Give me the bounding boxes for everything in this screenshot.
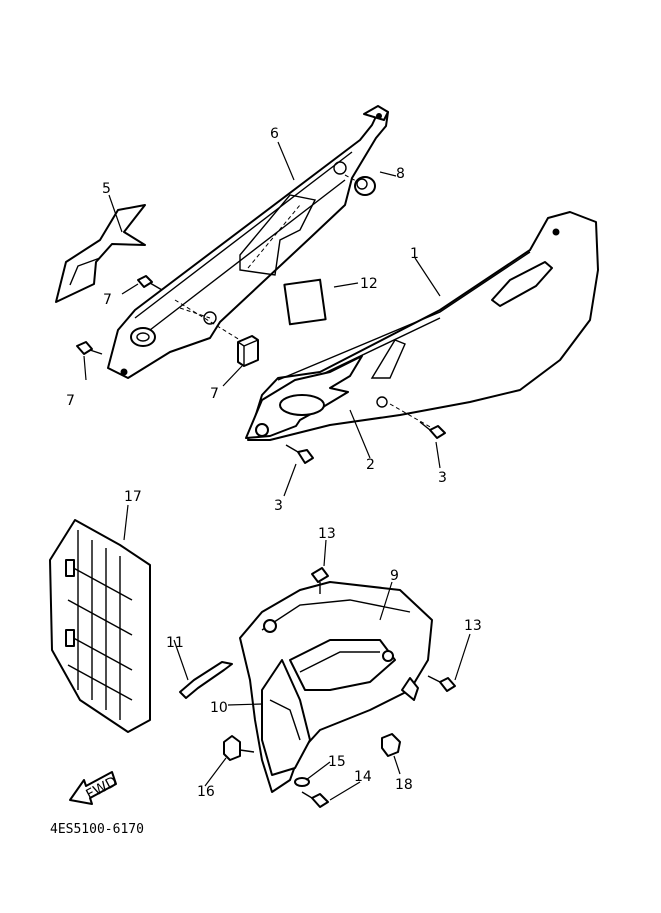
forward-arrow-icon: FWD (69, 771, 120, 805)
bolt-3-right (419, 421, 446, 439)
leader-lines (83, 141, 471, 801)
callout-labels: 6 5 8 7 7 12 7 1 2 3 3 17 13 9 13 11 10 … (66, 126, 482, 800)
callout-13-top: 13 (318, 526, 336, 542)
bolt-14 (301, 791, 329, 808)
callout-16: 17 (124, 489, 142, 505)
bolt-7-upper (137, 275, 163, 291)
bolt-3-left (285, 444, 314, 464)
callout-13-right: 13 (464, 618, 482, 634)
shroud-bracket (179, 661, 233, 699)
damper-block (237, 335, 259, 367)
side-decal-right (245, 355, 363, 439)
bolt-13-top (311, 567, 329, 594)
drawing-code: 4ES5100-6170 (50, 822, 144, 837)
callout-6: 7 (210, 386, 219, 402)
radiator-guard (49, 519, 151, 733)
callout-11: 11 (166, 635, 184, 651)
panel-sticker-area (239, 194, 317, 276)
callout-3-left: 3 (274, 498, 283, 514)
grommet (354, 176, 376, 196)
callout-1: 1 (410, 246, 419, 262)
callout-14: 14 (354, 769, 372, 785)
callout-17: 18 (395, 777, 413, 793)
clip (223, 735, 255, 761)
bolt-13-right (427, 675, 456, 692)
bolt-7-lower (76, 341, 103, 355)
callout-18: 16 (197, 784, 215, 800)
callout-2: 2 (366, 457, 375, 473)
callout-9: 9 (390, 568, 399, 584)
left-inner-side-panel (107, 105, 389, 379)
callout-5: 5 (102, 181, 111, 197)
callout-12: 12 (360, 276, 378, 292)
emblem-sticker (283, 278, 327, 326)
callout-8: 8 (396, 166, 405, 182)
callout-10: 10 (210, 700, 228, 716)
callout-3-right: 3 (438, 470, 447, 486)
clip-nut (381, 733, 401, 757)
callout-15: 15 (328, 754, 346, 770)
washer (294, 777, 310, 787)
callout-7-lower: 7 (66, 393, 75, 409)
side-decal-small (55, 204, 146, 303)
callout-4: 6 (270, 126, 279, 142)
callout-7-upper: 7 (103, 292, 112, 308)
